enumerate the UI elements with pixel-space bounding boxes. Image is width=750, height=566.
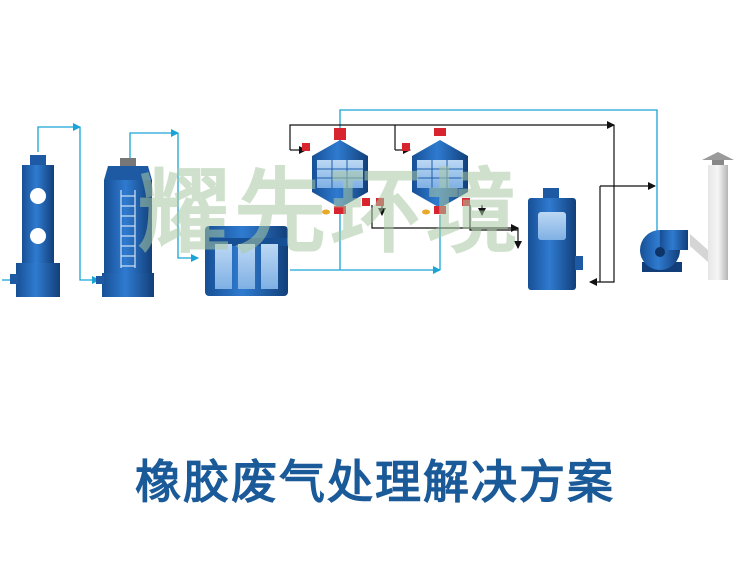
adsorption-tank-icon <box>302 128 384 215</box>
spray-tower-ladder-icon <box>96 158 154 297</box>
company-watermark: 耀先环境 <box>138 158 523 266</box>
spray-tower-icon <box>10 155 60 297</box>
catalytic-combustion-box-icon <box>528 188 583 290</box>
adsorption-tank-icon <box>402 128 470 215</box>
chimney-icon <box>690 152 734 280</box>
fan-icon <box>640 230 688 272</box>
dry-filter-box-icon <box>205 226 288 296</box>
page-title: 橡胶废气处理解决方案 <box>135 455 615 509</box>
